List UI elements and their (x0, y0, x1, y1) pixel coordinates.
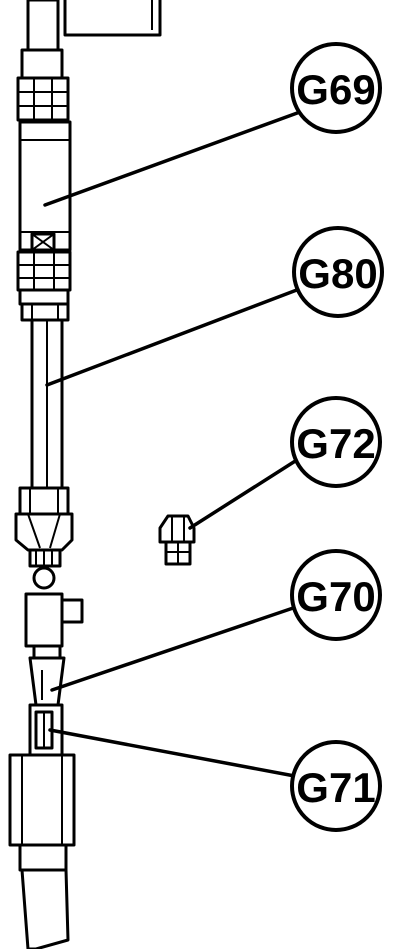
callout-g71-label: G71 (296, 764, 375, 811)
callout-g70-label: G70 (296, 573, 375, 620)
callout-g69-label: G69 (296, 66, 375, 113)
leader-line-g80 (45, 286, 304, 387)
valve-body (24, 592, 84, 707)
leader-line-g71 (48, 728, 302, 779)
leader-line-g72 (188, 456, 302, 530)
leader-line-g70 (50, 603, 304, 692)
callout-g72: G72 (290, 396, 382, 488)
callout-g80-label: G80 (298, 250, 377, 297)
lower-housing (8, 703, 76, 949)
part-g69-body (18, 120, 72, 252)
callout-g69: G69 (290, 42, 382, 134)
coupling-assembly (14, 486, 74, 590)
callout-g80: G80 (292, 226, 384, 318)
top-bracket (20, 0, 162, 80)
callout-g70: G70 (290, 549, 382, 641)
part-g80-tube (30, 318, 64, 490)
callout-g72-label: G72 (296, 420, 375, 467)
upper-nut (16, 76, 70, 122)
leader-line-g69 (43, 110, 302, 207)
part-g72-fitting (158, 514, 196, 566)
middle-nut (16, 250, 72, 322)
callout-g71: G71 (290, 740, 382, 832)
